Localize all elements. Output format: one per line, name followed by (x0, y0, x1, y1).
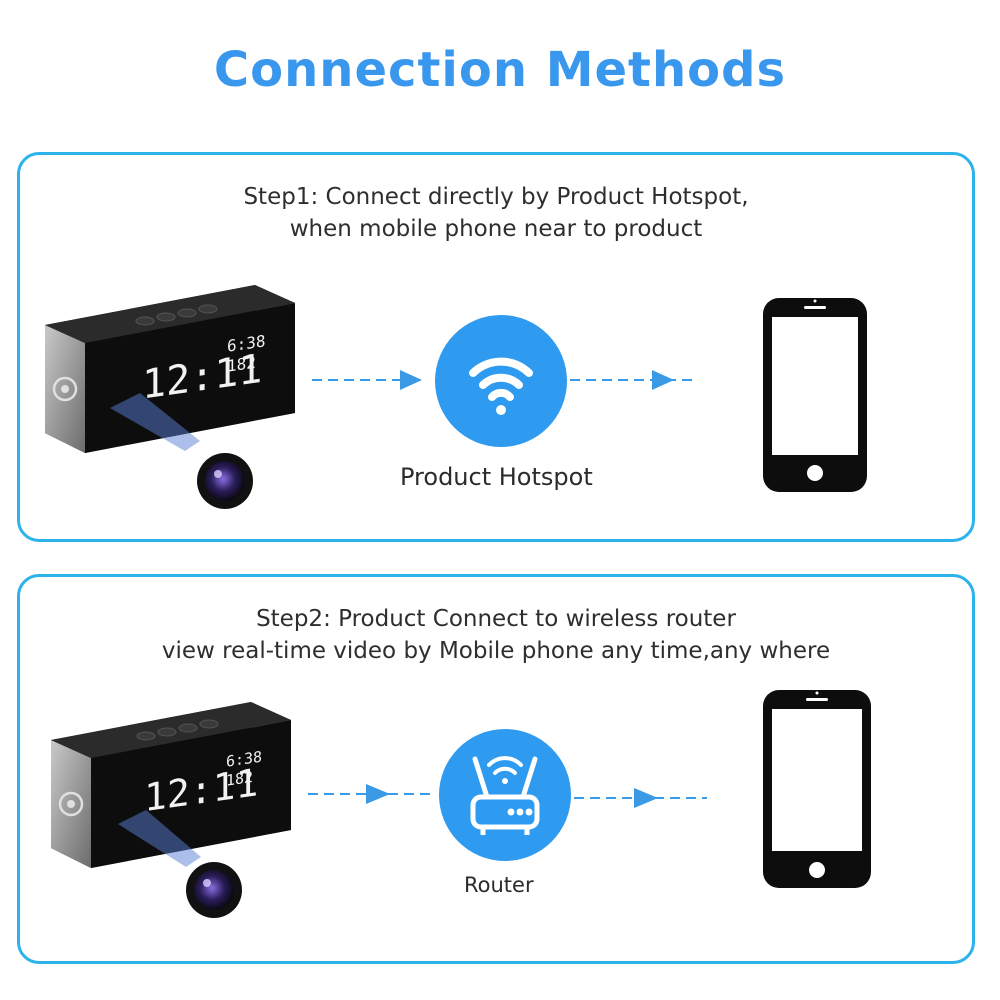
smartphone-icon (763, 690, 871, 888)
device-small-bottom: 182 (227, 353, 256, 376)
device-small-top: 6:38 (226, 748, 262, 771)
wifi-icon (469, 357, 533, 415)
step1-panel: Step1: Connect directly by Product Hotsp… (17, 152, 975, 542)
step2-panel: Step2: Product Connect to wireless route… (17, 574, 975, 964)
arrow-right (312, 370, 422, 390)
arrow-right (308, 784, 436, 804)
camera-clock-device: 12:11 6:38 182 (51, 702, 291, 918)
camera-clock-device: 12:11 6:38 182 (45, 285, 295, 509)
step1-line2: when mobile phone near to product (289, 216, 703, 242)
router-caption: Router (464, 873, 534, 897)
page-title: Connection Methods (213, 42, 787, 98)
arrow-right (570, 370, 693, 390)
device-small-bottom: 182 (226, 768, 253, 790)
step2-line2: view real-time video by Mobile phone any… (161, 638, 831, 664)
step2-line1: Step2: Product Connect to wireless route… (256, 606, 736, 632)
step1-line1: Step1: Connect directly by Product Hotsp… (243, 184, 749, 210)
wifi-circle (435, 315, 567, 447)
hotspot-caption: Product Hotspot (400, 463, 593, 491)
router-circle (439, 729, 571, 861)
arrow-right (574, 788, 707, 808)
smartphone-icon (763, 298, 867, 492)
step2-text: Step2: Product Connect to wireless route… (20, 603, 972, 667)
step1-text: Step1: Connect directly by Product Hotsp… (20, 181, 972, 245)
router-icon (470, 756, 540, 835)
